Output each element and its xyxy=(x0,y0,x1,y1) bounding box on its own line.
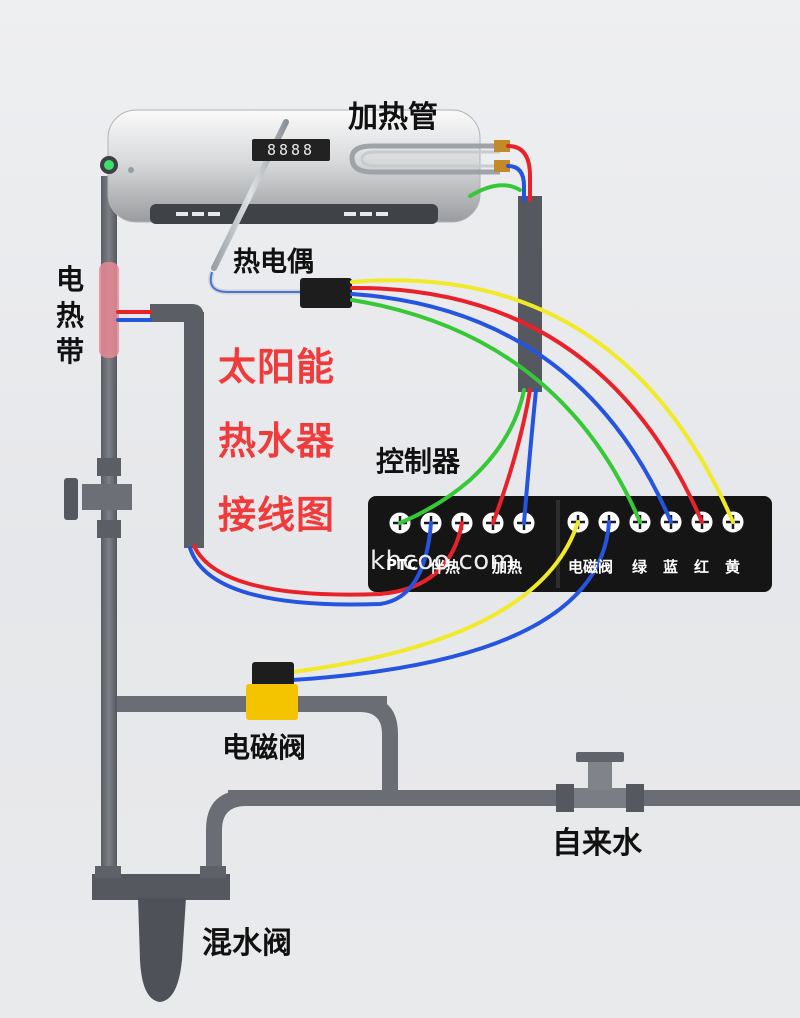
heat-belt-char-3: 带 xyxy=(55,335,84,368)
outlet-pipe-top xyxy=(150,304,204,330)
tank-bottom-strip xyxy=(150,204,438,224)
heater-display: 8888 xyxy=(252,139,330,161)
wire-solenoid-yellow xyxy=(290,520,580,674)
tap-valve-handle xyxy=(576,752,624,762)
wires xyxy=(116,144,735,682)
wire-belt-to-ctrl-red xyxy=(192,521,464,597)
wire-solenoid-blue xyxy=(290,520,611,682)
title-line-1: 太阳能 xyxy=(218,345,336,389)
tap-water-elbow xyxy=(206,790,246,880)
tank-knob xyxy=(128,167,134,173)
wire-heating-blue xyxy=(506,164,526,202)
left-pipe-coupling-bottom xyxy=(97,520,121,538)
label-controller: 控制器 xyxy=(376,445,461,478)
outlet-pipe xyxy=(184,312,204,548)
vent-slots-left xyxy=(176,212,220,216)
heating-element-inner xyxy=(360,150,500,168)
cable-conduit xyxy=(518,196,542,392)
terminal-label-solenoid: 电磁阀 xyxy=(568,558,614,576)
manual-valve-body xyxy=(82,484,132,510)
water-heater xyxy=(100,109,510,308)
mixing-valve-cap-left xyxy=(95,866,121,878)
wire-heating-green xyxy=(468,183,522,198)
title-line-3: 接线图 xyxy=(218,493,336,537)
terminal-label-trace-heat: 伴热 xyxy=(430,558,461,576)
terminal-label-blue: 蓝 xyxy=(663,558,679,576)
wire-conduit-blue xyxy=(522,388,538,525)
left-pipe-coupling-top xyxy=(97,458,121,476)
tap-coupling-left xyxy=(556,784,574,812)
mixing-valve-cap-right xyxy=(200,866,226,878)
terminal-label-ptc: PTC xyxy=(386,556,419,574)
terminal-label-red: 红 xyxy=(694,558,710,576)
label-heating-tube: 加热管 xyxy=(348,100,438,135)
mixing-valve-bar xyxy=(92,874,230,900)
label-thermocouple: 热电偶 xyxy=(233,247,314,278)
label-mixing-valve: 混水阀 xyxy=(202,926,292,961)
tap-water-pipe xyxy=(228,790,800,806)
heating-terminal-bottom xyxy=(494,160,510,172)
electric-heat-belt-zone xyxy=(99,262,119,358)
heat-belt-char-1: 电 xyxy=(55,263,84,296)
label-solenoid-valve: 电磁阀 xyxy=(222,731,307,764)
wire-thermo-yellow xyxy=(350,278,735,524)
heating-terminal-top xyxy=(494,140,510,152)
tap-valve-body xyxy=(574,788,626,808)
label-tap-water: 自来水 xyxy=(552,826,642,861)
power-indicator-light xyxy=(104,160,114,170)
thermocouple-connector xyxy=(300,278,352,308)
wire-thermo-red xyxy=(350,285,704,524)
solenoid-head xyxy=(252,662,294,686)
pipework xyxy=(64,176,800,1002)
manual-valve-handle xyxy=(64,478,78,520)
tap-valve-stem xyxy=(588,762,612,790)
watermark: khcoo.com xyxy=(370,546,516,576)
wire-conduit-green xyxy=(398,388,526,525)
wire-thermo-blue xyxy=(350,292,673,524)
heat-belt-char-2: 热 xyxy=(55,299,84,332)
title-line-2: 热水器 xyxy=(218,419,336,463)
solenoid-body xyxy=(246,684,298,720)
terminal-label-heat: 加热 xyxy=(492,558,523,576)
terminal-label-yellow: 黄 xyxy=(725,558,741,576)
tap-coupling-right xyxy=(626,784,644,812)
controller-divider xyxy=(556,500,560,588)
loop-pipe-outline xyxy=(360,696,398,800)
vent-slots-right xyxy=(344,212,388,216)
wire-conduit-red xyxy=(491,388,532,525)
wire-thermo-green xyxy=(350,298,642,524)
wire-belt-to-ctrl-blue xyxy=(188,521,433,607)
wire-heating-red xyxy=(506,144,532,202)
thermocouple-lead-core xyxy=(209,271,300,293)
solenoid-valve xyxy=(246,662,298,720)
label-electric-heat-belt: 电 热 带 xyxy=(50,262,90,370)
terminal-label-green: 绿 xyxy=(632,558,648,576)
heating-element xyxy=(349,143,500,175)
mixing-valve-spout xyxy=(138,898,186,1002)
